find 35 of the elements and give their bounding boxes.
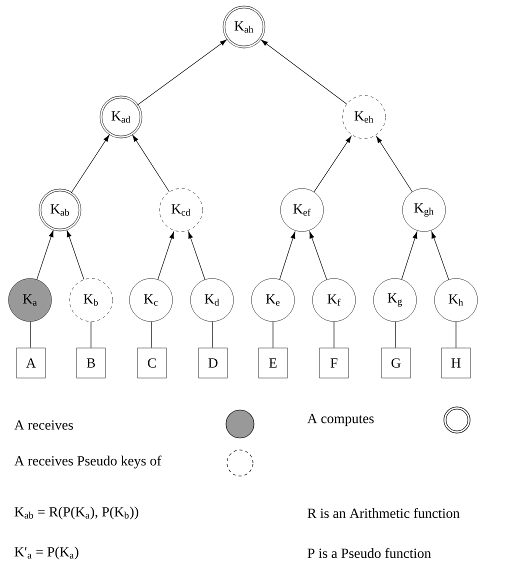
- arrow: [188, 232, 206, 280]
- connector-line: [212, 321, 214, 348]
- member-box: F: [319, 348, 349, 378]
- connector-line: [30, 321, 32, 348]
- member-box: B: [76, 348, 106, 378]
- connector-line: [151, 321, 152, 348]
- arrow: [70, 134, 110, 194]
- arrow: [279, 232, 296, 280]
- formula-text: K$_{ab}$ = R(P(K$_{a}$), P(K$_{b}$)): [14, 506, 138, 520]
- arrow: [401, 232, 418, 280]
- member-box: H: [441, 348, 471, 378]
- member-box: E: [258, 348, 288, 378]
- arrow: [158, 232, 174, 280]
- legend-text: A receives Pseudo keys of: [14, 456, 162, 468]
- arrow: [66, 230, 84, 280]
- arrow: [137, 40, 227, 106]
- legend-text: A computes: [307, 414, 374, 426]
- arrow: [431, 232, 450, 280]
- member-box: D: [198, 348, 228, 378]
- arrow: [309, 232, 328, 280]
- note-text: P is a Pseudo function: [308, 548, 431, 558]
- formula-text: K′$_{a}$ = P(K$_{a}$): [14, 546, 78, 560]
- member-box: C: [137, 348, 167, 378]
- connector-line: [90, 321, 92, 348]
- connector-line: [272, 321, 274, 348]
- connector-line: [395, 321, 396, 348]
- arrow: [132, 134, 170, 192]
- arrow: [261, 40, 347, 104]
- arrow: [314, 136, 352, 192]
- arrow: [36, 230, 54, 280]
- note-text: R is an Arithmetic function: [308, 508, 460, 518]
- arrow: [376, 136, 413, 192]
- legend-text: A receives: [14, 420, 73, 430]
- member-box: A: [16, 348, 46, 378]
- member-box: G: [381, 348, 411, 378]
